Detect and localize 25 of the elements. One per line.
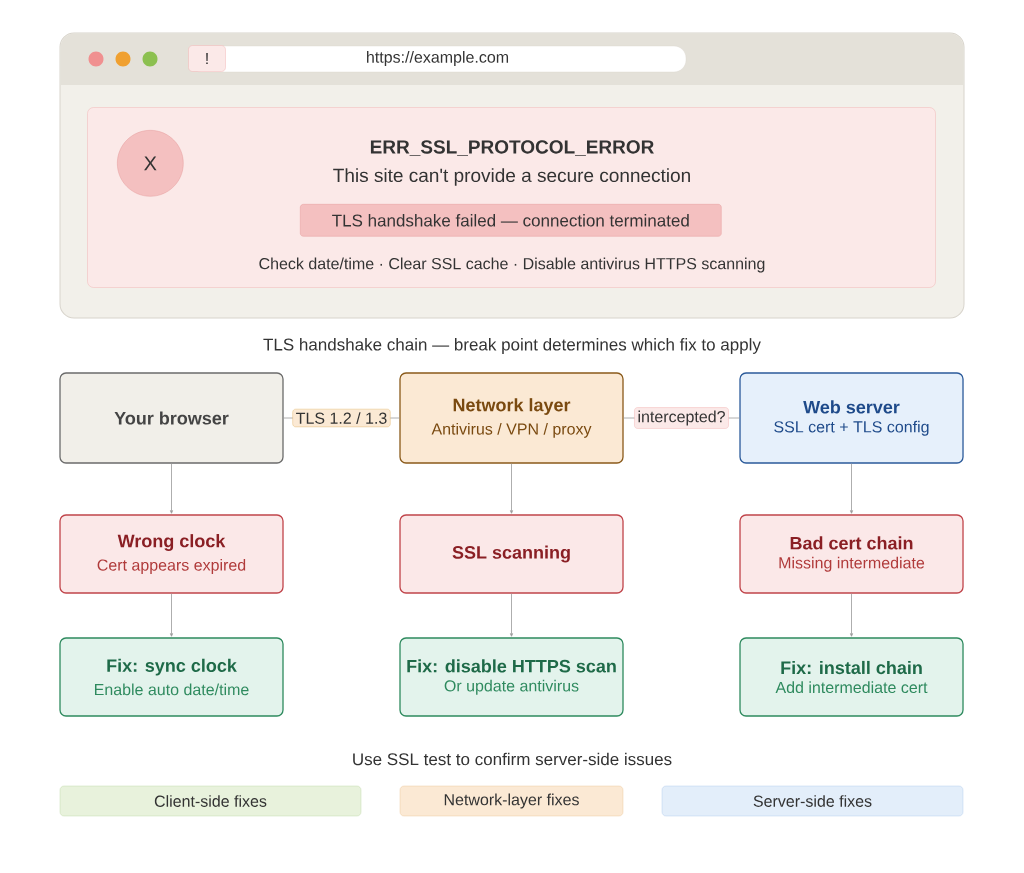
status-badge: TLS handshake failed — connection terminated <box>300 204 722 237</box>
error-message: This site can't provide a secure connection <box>333 168 690 186</box>
connector <box>510 593 513 637</box>
connector <box>850 593 853 637</box>
footnote: Use SSL test to confirm server-side issues <box>353 752 672 766</box>
help-text: Check date/time · Clear SSL cache · Disable antivirus HTTPS scanning <box>259 257 765 273</box>
fix-box: Fix: sync clock Enable auto date/time <box>59 637 284 717</box>
edge-label: intercepted? <box>634 407 729 429</box>
component-box: Your browser <box>59 372 284 464</box>
fix-box: Fix: disable HTTPS scan Or update antivirus <box>399 637 624 717</box>
error-code: ERR_SSL_PROTOCOL_ERROR <box>370 140 654 156</box>
cause-box: Wrong clock Cert appears expired <box>59 514 284 594</box>
component-box: Web server SSL cert + TLS config <box>739 372 964 464</box>
cause-box: Bad cert chain Missing intermediate <box>739 514 964 594</box>
fix-box: Fix: install chain Add intermediate cert <box>739 637 964 717</box>
edge-label: TLS 1.2 / 1.3 <box>292 408 391 428</box>
url-text: https://example.com <box>367 51 509 66</box>
cause-box: SSL scanning <box>399 514 624 594</box>
component-box: Network layer Antivirus / VPN / proxy <box>399 372 624 464</box>
chain-caption: TLS handshake chain — break point determines which fix to apply <box>263 338 761 354</box>
connector <box>170 593 173 637</box>
connector <box>170 463 173 514</box>
connector <box>850 463 853 514</box>
warning-badge: ! <box>188 45 226 72</box>
connector <box>510 463 513 514</box>
